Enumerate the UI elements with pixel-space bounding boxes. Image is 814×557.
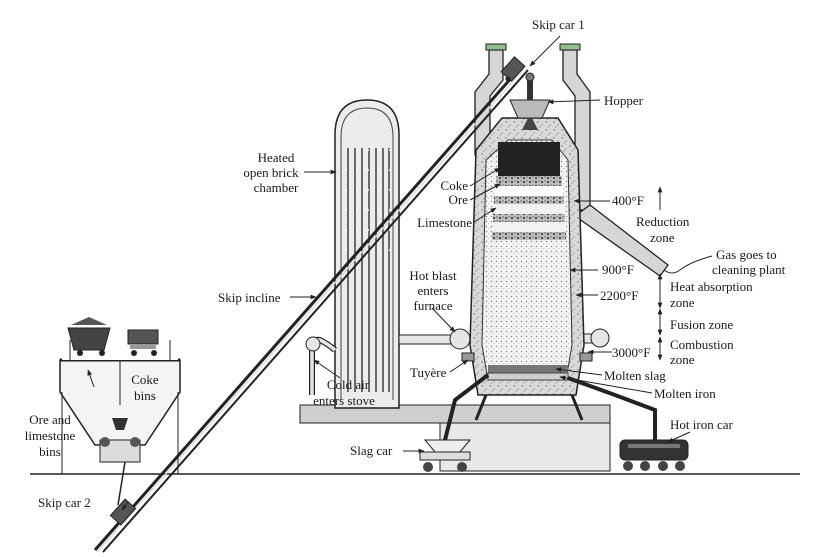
storage-bins bbox=[59, 317, 181, 506]
tuyere-right bbox=[579, 352, 593, 362]
label-fusion-zone: Fusion zone bbox=[670, 317, 734, 332]
label-ore-bins-1: Ore and bbox=[29, 412, 71, 427]
slag-runner bbox=[443, 373, 490, 441]
molten-iron-layer bbox=[487, 372, 569, 381]
label-heat-absorption-1: Heat absorption bbox=[670, 279, 753, 294]
label-temp-2200: 2200°F bbox=[600, 288, 639, 303]
label-heated-chamber-1: Heated bbox=[257, 150, 295, 165]
label-hot-blast-2: enters bbox=[417, 283, 449, 298]
label-reduction-zone-1: Reduction bbox=[636, 214, 690, 229]
label-heated-chamber-2: open brick bbox=[243, 165, 299, 180]
label-coke: Coke bbox=[440, 178, 468, 193]
label-ore-bins-3: bins bbox=[39, 444, 61, 459]
label-molten-slag: Molten slag bbox=[604, 368, 666, 383]
label-slag-car: Slag car bbox=[350, 443, 393, 458]
label-temp-900: 900°F bbox=[602, 262, 634, 277]
leader-lines bbox=[87, 35, 713, 511]
furnace-base-block bbox=[439, 422, 611, 472]
label-molten-iron: Molten iron bbox=[654, 386, 716, 401]
pipe-cap-left bbox=[485, 43, 507, 51]
label-coke-bins-2: bins bbox=[134, 388, 156, 403]
label-skip-car-1: Skip car 1 bbox=[532, 17, 585, 32]
molten-slag-layer bbox=[488, 365, 568, 373]
pipe-cap-right bbox=[559, 43, 581, 51]
label-hot-blast-3: furnace bbox=[413, 298, 453, 313]
skip-car-2 bbox=[109, 498, 137, 526]
label-ore-bins-2: limestone bbox=[24, 428, 76, 443]
label-skip-car-2: Skip car 2 bbox=[38, 495, 91, 510]
label-temp-3000: 3000°F bbox=[612, 345, 651, 360]
label-temp-400: 400°F bbox=[612, 193, 644, 208]
tuyere-left bbox=[461, 352, 475, 362]
slag-car bbox=[419, 439, 472, 472]
label-hot-blast-1: Hot blast bbox=[409, 268, 457, 283]
label-tuyere: Tuyère bbox=[410, 365, 447, 380]
coke-layer bbox=[498, 142, 560, 176]
skip-incline bbox=[93, 67, 529, 553]
label-cold-air-2: enters stove bbox=[313, 393, 375, 408]
label-heated-chamber-3: chamber bbox=[253, 180, 299, 195]
label-hot-iron-car: Hot iron car bbox=[670, 417, 733, 432]
label-heat-absorption-2: zone bbox=[670, 295, 695, 310]
label-gas-2: cleaning plant bbox=[712, 262, 786, 277]
stove bbox=[305, 99, 400, 409]
label-combustion-zone-2: zone bbox=[670, 352, 695, 367]
skip-car-1 bbox=[500, 56, 526, 82]
label-cold-air-1: Cold air bbox=[326, 377, 370, 392]
label-combustion-zone-1: Combustion bbox=[670, 337, 734, 352]
label-coke-bins-1: Coke bbox=[131, 372, 159, 387]
label-skip-incline: Skip incline bbox=[218, 290, 281, 305]
label-reduction-zone-2: zone bbox=[650, 230, 675, 245]
hot-iron-car bbox=[619, 439, 689, 471]
hot-blast-pipe bbox=[398, 328, 610, 350]
iron-runner bbox=[567, 376, 657, 440]
label-ore: Ore bbox=[448, 192, 469, 207]
label-gas-1: Gas goes to bbox=[716, 247, 777, 262]
label-limestone: Limestone bbox=[417, 215, 472, 230]
label-hopper: Hopper bbox=[604, 93, 643, 108]
